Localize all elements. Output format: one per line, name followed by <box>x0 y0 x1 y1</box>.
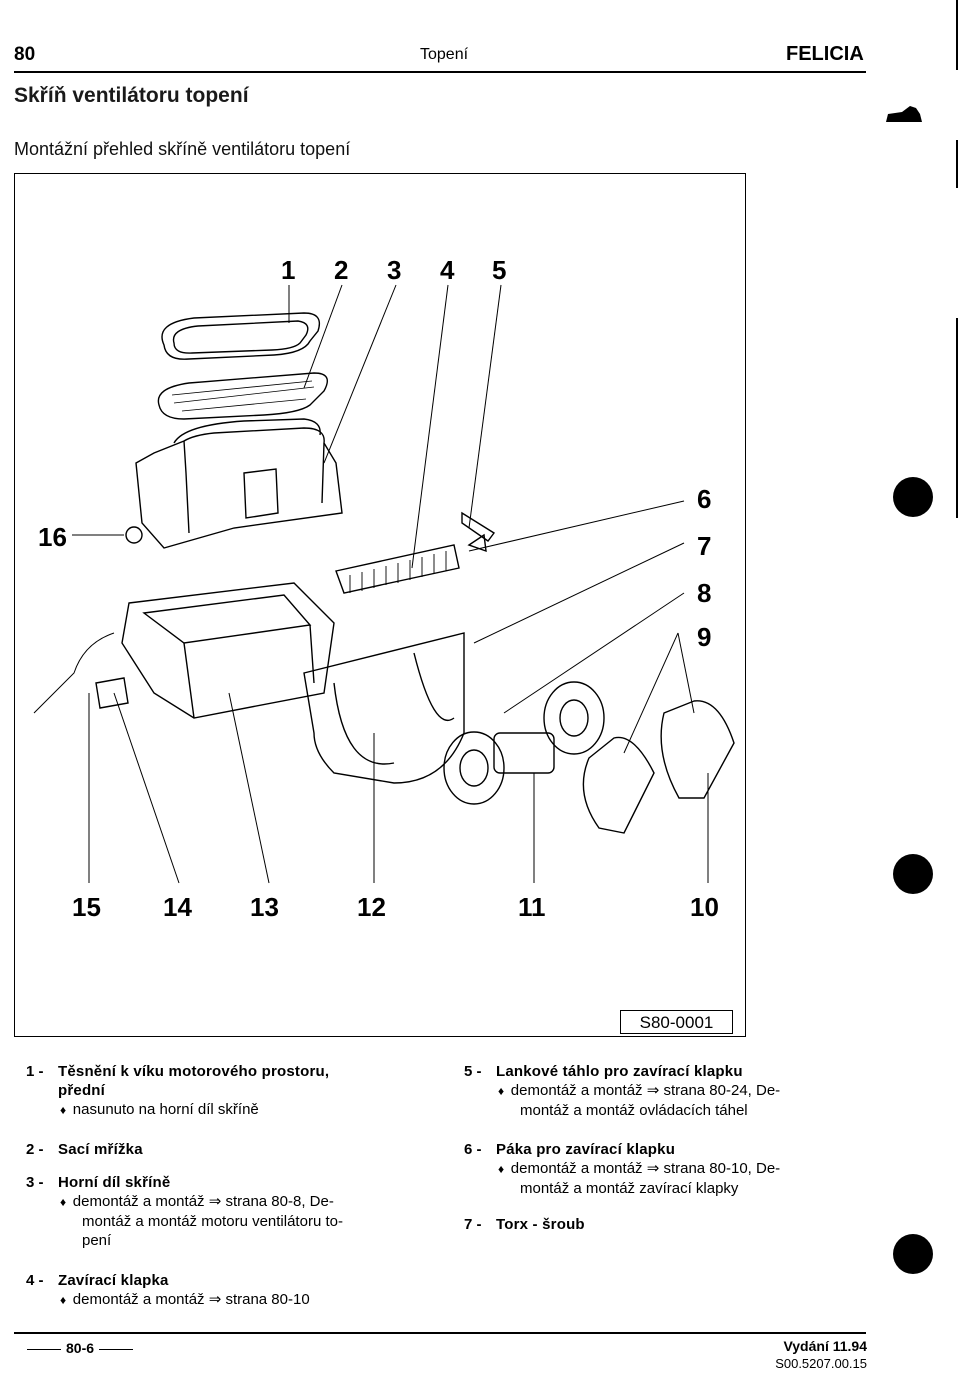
legend-label: Sací mřížka <box>58 1141 143 1158</box>
footer-edition: Vydání 11.94 <box>783 1338 867 1354</box>
legend-item: 4 - Zavírací klapka demontáž a montáž ⇒ … <box>26 1271 426 1310</box>
header-rule <box>14 71 866 73</box>
car-icon <box>886 106 922 122</box>
wire-harness-part <box>33 632 115 714</box>
legend-label: Torx - šroub <box>496 1216 585 1233</box>
legend-number: 6 - <box>464 1141 482 1158</box>
legend-label: Páka pro zavírací klapku <box>496 1141 676 1158</box>
grille-part <box>157 372 328 420</box>
callout-5: 5 <box>492 255 507 285</box>
legend-label-cont: přední <box>58 1082 106 1099</box>
page-title: Skříň ventilátoru topení <box>14 84 249 107</box>
callout-7: 7 <box>697 531 712 561</box>
blower-motor-part <box>443 681 605 805</box>
legend-label: Těsnění k víku motorového prostoru, <box>58 1063 330 1080</box>
model-name: FELICIA <box>786 43 864 65</box>
legend-number: 2 - <box>26 1141 44 1158</box>
figure-id: S80-0001 <box>620 1010 733 1034</box>
section-name: Topení <box>420 46 469 63</box>
legend-bullet: demontáž a montáž ⇒ strana 80-24, De- <box>496 1081 864 1101</box>
legend-label: Horní díl skříně <box>58 1174 171 1191</box>
legend-bullet: demontáž a montáž ⇒ strana 80-8, De- <box>58 1192 426 1212</box>
legend-number: 5 - <box>464 1063 482 1080</box>
page-number: 80 <box>14 44 36 65</box>
legend-bullet-cont: pení <box>82 1232 112 1249</box>
lever-part <box>467 533 487 553</box>
flap-part <box>335 544 460 594</box>
cable-part <box>461 511 496 542</box>
legend-number: 1 - <box>26 1063 44 1080</box>
legend-label: Zavírací klapka <box>58 1272 169 1289</box>
scroll-housing-part <box>303 632 465 784</box>
callout-13: 13 <box>250 892 279 922</box>
lower-housing-part <box>121 582 335 719</box>
legend-bullet-cont: montáž a montáž motoru ventilátoru to- <box>82 1213 343 1230</box>
legend-bullet-cont: montáž a montáž ovládacích táhel <box>520 1102 748 1119</box>
callout-15: 15 <box>72 892 101 922</box>
callout-11: 11 <box>518 892 546 922</box>
legend-item: 7 - Torx - šroub <box>464 1215 864 1234</box>
callout-2: 2 <box>334 255 349 285</box>
callout-6: 6 <box>697 484 712 514</box>
margin-dot <box>893 854 933 894</box>
legend-item: 1 - Těsnění k víku motorového prostoru, … <box>26 1062 426 1120</box>
legend-number: 3 - <box>26 1174 44 1191</box>
bracket-part <box>125 526 143 544</box>
legend-bullet: nasunuto na horní díl skříně <box>58 1100 426 1120</box>
margin-bar-mid <box>956 140 958 188</box>
legend-label: Lankové táhlo pro zavírací klapku <box>496 1063 743 1080</box>
connector-part <box>95 677 129 709</box>
callout-8: 8 <box>697 578 712 608</box>
callout-12: 12 <box>357 892 386 922</box>
callout-14: 14 <box>163 892 192 922</box>
legend-item: 3 - Horní díl skříně demontáž a montáž ⇒… <box>26 1173 426 1250</box>
legend-bullet: demontáž a montáž ⇒ strana 80-10 <box>58 1290 426 1310</box>
callout-4: 4 <box>440 255 455 285</box>
margin-bar-low <box>956 318 958 518</box>
legend-item: 6 - Páka pro zavírací klapku demontáž a … <box>464 1140 864 1198</box>
callout-3: 3 <box>387 255 402 285</box>
figure-frame <box>14 173 746 1037</box>
margin-bar-top <box>956 0 958 70</box>
legend-bullet-cont: montáž a montáž zavírací klapky <box>520 1180 739 1197</box>
footer-code: S00.5207.00.15 <box>775 1356 867 1371</box>
callout-9: 9 <box>697 622 712 652</box>
legend-bullet: demontáž a montáž ⇒ strana 80-10, De- <box>496 1159 864 1179</box>
heater-blower-exploded-diagram <box>33 284 735 884</box>
cover-part <box>582 700 735 834</box>
legend-item: 5 - Lankové táhlo pro zavírací klapku de… <box>464 1062 864 1120</box>
upper-housing-part <box>135 418 343 549</box>
legend-item: 2 - Sací mřížka <box>26 1140 426 1159</box>
callout-16: 16 <box>38 522 67 552</box>
legend-number: 7 - <box>464 1216 482 1233</box>
margin-dot <box>893 477 933 517</box>
callout-10: 10 <box>690 892 719 922</box>
margin-dot <box>893 1234 933 1274</box>
page-subtitle: Montážní přehled skříně ventilátoru tope… <box>14 139 351 159</box>
gasket-part <box>161 312 321 360</box>
footer-page-ref: 80-6 <box>22 1340 138 1356</box>
callout-1: 1 <box>281 255 296 285</box>
legend-number: 4 - <box>26 1272 44 1289</box>
footer-rule <box>14 1332 866 1334</box>
